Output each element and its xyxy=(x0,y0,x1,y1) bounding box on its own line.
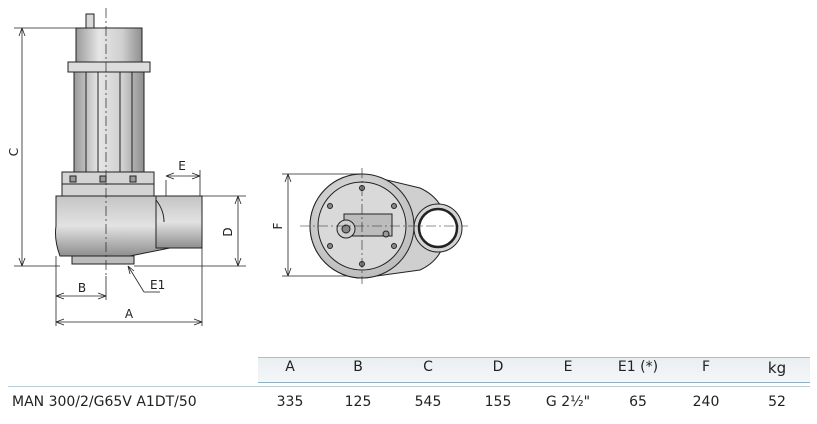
header-kg: kg xyxy=(767,359,787,377)
value-e1: 65 xyxy=(629,394,647,410)
value-e: G 2½" xyxy=(545,394,591,410)
header-d: D xyxy=(492,359,504,375)
dimension-lines xyxy=(14,27,364,326)
dim-label-f: F xyxy=(271,222,285,229)
pump-dimension-drawing: C D E B A E1 F xyxy=(7,8,468,326)
pump-side-view xyxy=(55,8,203,276)
dim-label-a: A xyxy=(125,307,134,321)
value-f: 240 xyxy=(692,394,720,410)
value-b: 125 xyxy=(344,394,372,410)
dim-label-b: B xyxy=(78,281,86,295)
value-d: 155 xyxy=(484,394,512,410)
header-f: F xyxy=(701,359,711,375)
dim-label-d: D xyxy=(221,227,235,236)
header-e: E xyxy=(563,359,573,375)
table-header-band xyxy=(258,355,810,383)
header-e1: E1 (*) xyxy=(617,359,659,375)
value-kg: 52 xyxy=(768,394,786,410)
model-name: MAN 300/2/G65V A1DT/50 xyxy=(12,394,197,410)
header-b: B xyxy=(353,359,363,375)
dim-label-c: C xyxy=(7,148,21,156)
dim-label-e: E xyxy=(178,159,186,173)
dim-label-e1: E1 xyxy=(150,278,165,292)
value-a: 335 xyxy=(276,394,304,410)
pump-top-view xyxy=(300,168,468,284)
header-a: A xyxy=(285,359,295,375)
row-divider xyxy=(8,386,810,387)
header-c: C xyxy=(423,359,433,375)
value-c: 545 xyxy=(414,394,442,410)
